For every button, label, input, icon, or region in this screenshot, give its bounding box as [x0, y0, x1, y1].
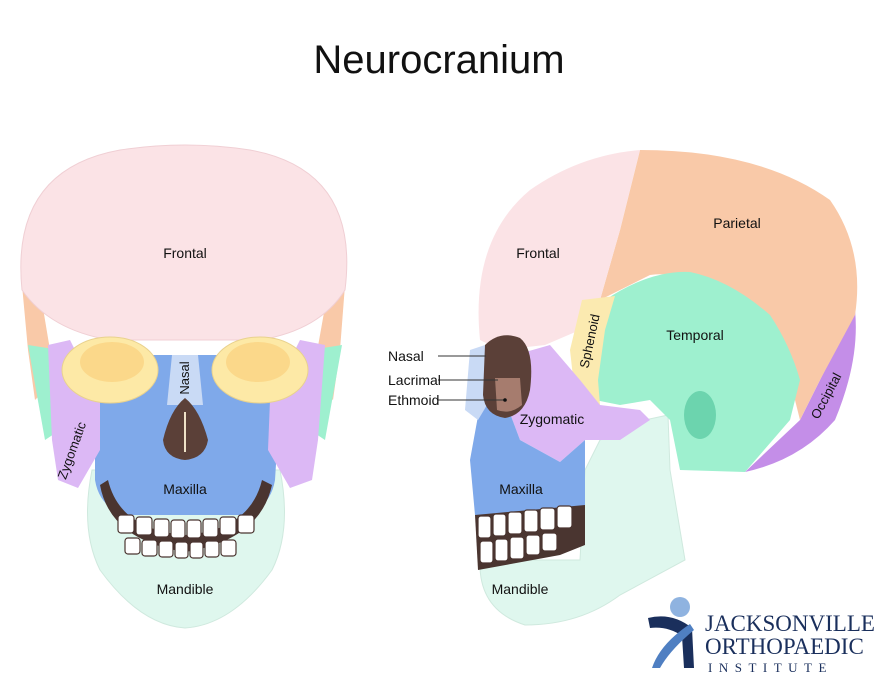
side-temporal [595, 271, 800, 472]
logo-figure-icon [648, 597, 694, 668]
front-label-frontal: Frontal [163, 245, 207, 261]
callout-dot-ethmoid [503, 398, 507, 402]
logo-line-3: INSTITUTE [708, 660, 833, 675]
side-teeth [477, 505, 573, 564]
side-label-temporal: Temporal [666, 327, 724, 343]
front-teeth [117, 514, 255, 559]
callout-label-ethmoid: Ethmoid [388, 392, 439, 408]
front-skull: Frontal Nasal Zygomatic Maxilla Mandible [20, 144, 348, 629]
side-label-mandible: Mandible [492, 581, 549, 597]
callout-label-lacrimal: Lacrimal [388, 372, 441, 388]
front-orbit-left-inner [80, 342, 144, 382]
side-zygomatic [505, 345, 650, 462]
front-frontal [20, 144, 348, 341]
logo-line-2: ORTHOPAEDIC [705, 634, 864, 659]
front-label-mandible: Mandible [157, 581, 214, 597]
side-ear-canal [684, 391, 716, 439]
side-skull: Frontal Parietal Sphenoid Temporal Occip… [388, 150, 858, 626]
side-nasal-bone [465, 345, 490, 420]
front-label-maxilla: Maxilla [163, 481, 207, 497]
institute-logo: JACKSONVILLE ORTHOPAEDIC INSTITUTE [648, 597, 875, 675]
side-label-zygomatic: Zygomatic [520, 411, 585, 427]
side-label-parietal: Parietal [713, 215, 760, 231]
side-ethmoid [495, 378, 522, 412]
front-orbit-right-inner [226, 342, 290, 382]
front-nasal [167, 355, 203, 405]
side-maxilla [470, 400, 585, 520]
page-title: Neurocranium [313, 38, 565, 82]
side-label-maxilla: Maxilla [499, 481, 543, 497]
callout-label-nasal: Nasal [388, 348, 424, 364]
side-sphenoid [570, 296, 615, 405]
logo-line-1: JACKSONVILLE [705, 611, 875, 636]
side-occipital [745, 310, 856, 472]
side-label-frontal: Frontal [516, 245, 560, 261]
side-parietal [600, 150, 858, 420]
front-label-nasal: Nasal [177, 361, 192, 394]
